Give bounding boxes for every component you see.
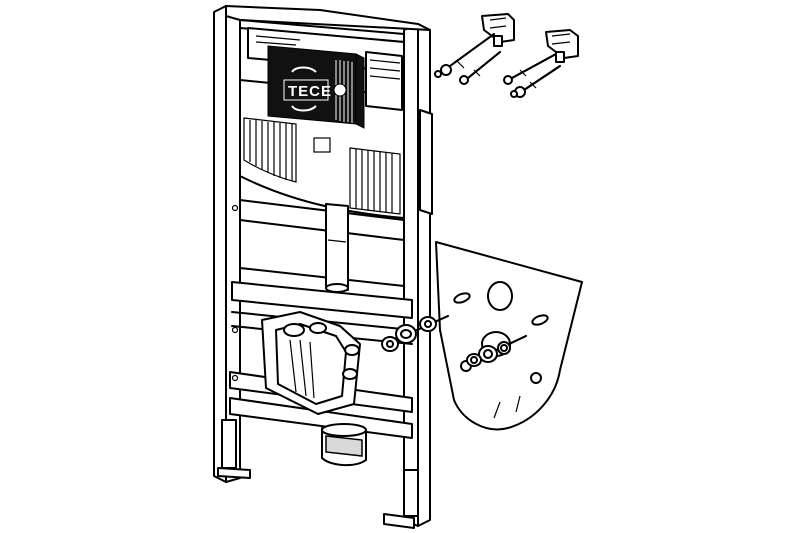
cistern: TECE	[247, 27, 405, 129]
flush-pipe	[325, 203, 349, 293]
pan-connector-bracket	[261, 311, 361, 415]
frame-feet	[217, 419, 419, 529]
logo-text: TECE	[288, 83, 332, 100]
brand-logo: TECE	[283, 66, 347, 112]
wall-bracket-left	[481, 13, 515, 47]
sound-insulation-mat	[435, 241, 583, 431]
drain-pipe	[321, 423, 367, 466]
cistern-vent-left	[243, 117, 297, 183]
cistern-vent-right	[349, 147, 401, 215]
wall-brackets	[434, 13, 579, 98]
wall-bracket-right	[545, 29, 579, 63]
wc-fixing-bolts	[381, 315, 527, 367]
mounting-bolts	[434, 33, 561, 98]
inspection-window	[313, 137, 331, 153]
